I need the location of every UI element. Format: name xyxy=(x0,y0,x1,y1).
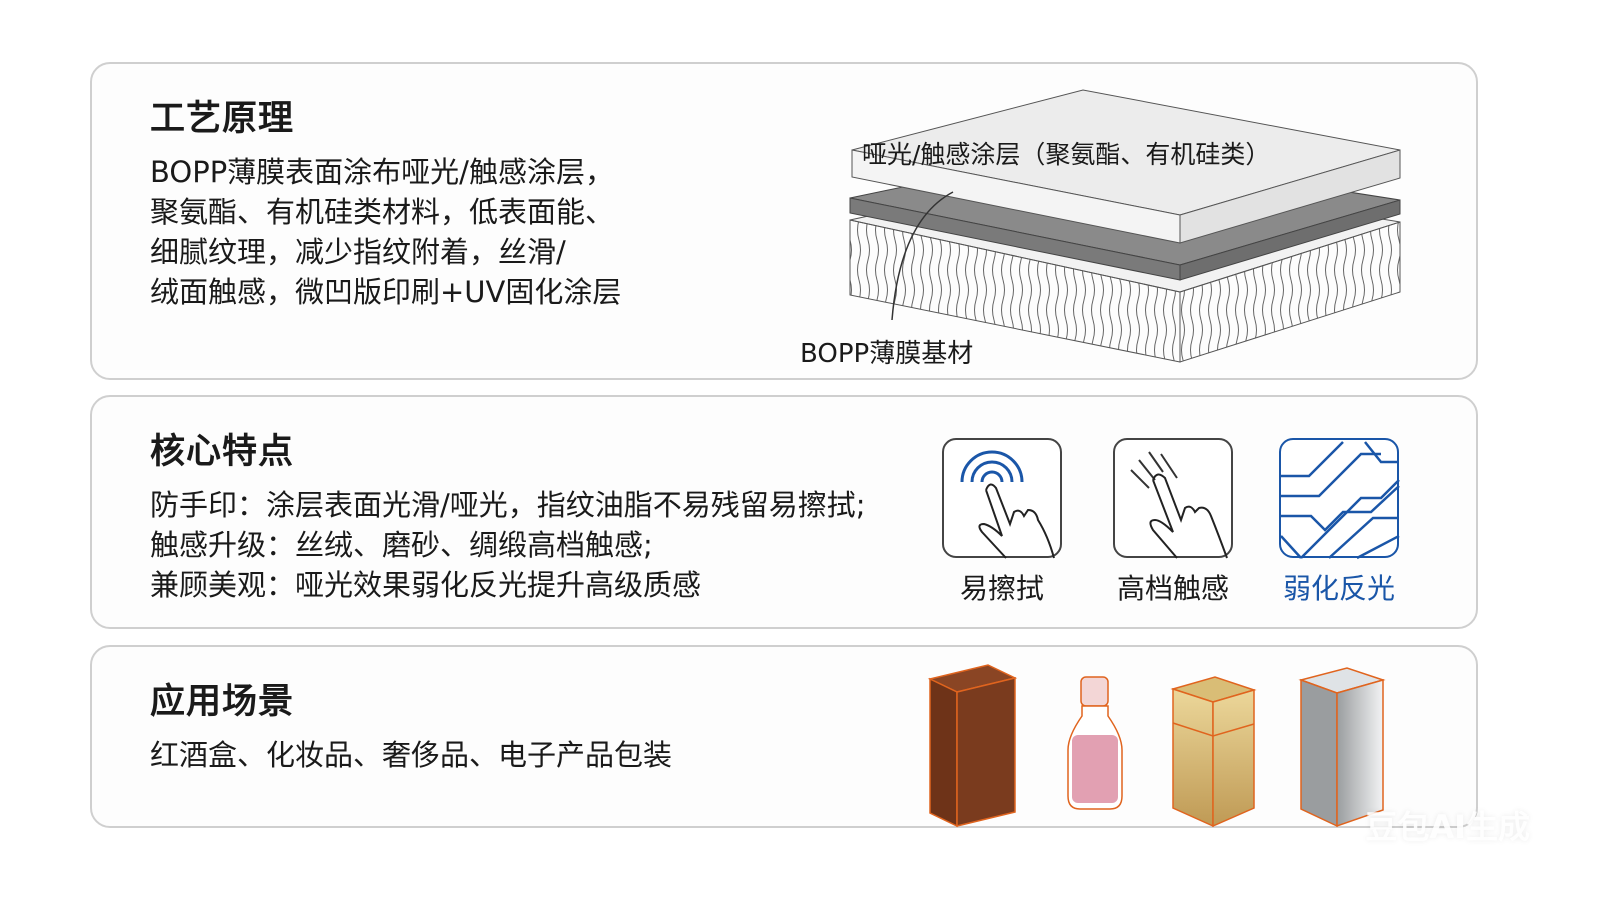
reflection-pattern-icon xyxy=(1279,438,1400,560)
text-line: 防手印：涂层表面光滑/哑光，指纹油脂不易残留易擦拭; xyxy=(150,488,866,522)
substrate-label: BOPP薄膜基材 xyxy=(800,339,974,369)
section-title: 应用场景 xyxy=(150,682,295,722)
wine-box-icon xyxy=(927,664,1018,828)
text-line: 触感升级：丝绒、磨砂、绸缎高档触感; xyxy=(150,528,653,562)
leader-line xyxy=(891,191,954,321)
electronics-silver-box-icon xyxy=(1298,667,1386,828)
section-title: 工艺原理 xyxy=(150,99,295,139)
icon-label: 弱化反光 xyxy=(1282,572,1395,605)
section-title: 核心特点 xyxy=(150,432,295,472)
text-line: 红酒盒、化妆品、奢侈品、电子产品包装 xyxy=(150,738,673,772)
principle-text: BOPP薄膜表面涂布哑光/触感涂层， 聚氨酯、有机硅类材料，低表面能、 细腻纹理… xyxy=(150,152,621,312)
panel-features: 核心特点 防手印：涂层表面光滑/哑光，指纹油脂不易残留易擦拭; 触感升级：丝绒、… xyxy=(90,395,1478,629)
swipe-hand-icon xyxy=(1113,438,1233,559)
text-line: 细腻纹理，减少指纹附着，丝滑/ xyxy=(150,235,566,269)
coating-layer xyxy=(851,89,1401,244)
text-line: 绒面触感，微凹版印刷+UV固化涂层 xyxy=(150,275,622,309)
luxury-gold-box-icon xyxy=(1170,676,1257,828)
text-line: 兼顾美观：哑光效果弱化反光提升高级质感 xyxy=(150,568,702,602)
touch-ripple-hand-icon xyxy=(942,438,1062,559)
applications-text: 红酒盒、化妆品、奢侈品、电子产品包装 xyxy=(150,735,672,775)
icon-label: 易擦拭 xyxy=(959,572,1044,605)
features-text: 防手印：涂层表面光滑/哑光，指纹油脂不易残留易擦拭; 触感升级：丝绒、磨砂、绸缎… xyxy=(150,485,866,605)
text-line: BOPP薄膜表面涂布哑光/触感涂层， xyxy=(150,155,614,189)
watermark: 豆包AI生成 xyxy=(1365,808,1530,846)
text-line: 聚氨酯、有机硅类材料，低表面能、 xyxy=(150,195,615,229)
cosmetic-bottle-icon xyxy=(1067,676,1123,810)
coating-label: 哑光/触感涂层（聚氨酯、有机硅类） xyxy=(862,140,1271,169)
icon-label: 高档触感 xyxy=(1116,572,1229,605)
